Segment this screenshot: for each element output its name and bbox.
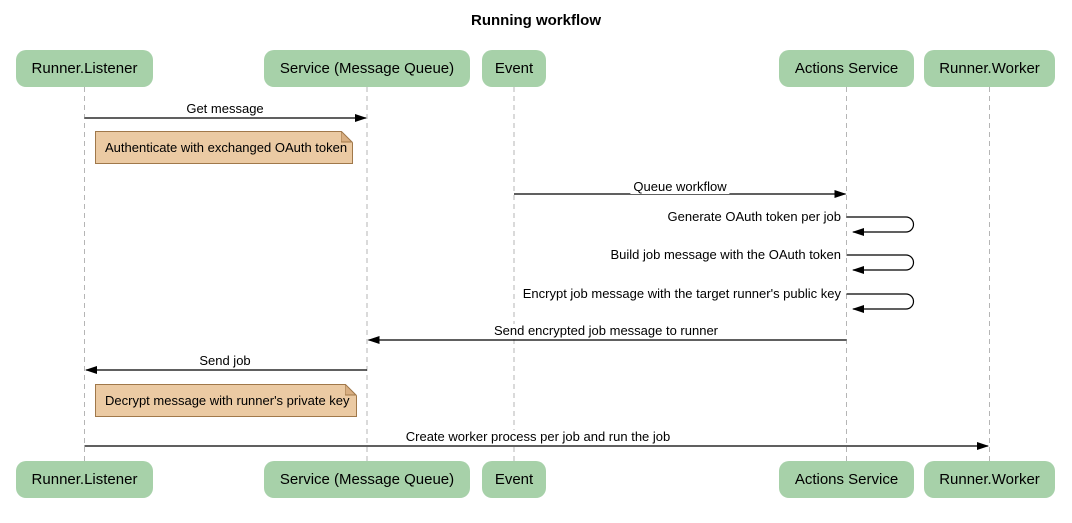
- participant-runner-worker-top: Runner.Worker: [924, 50, 1055, 87]
- note-text: Decrypt message with runner's private ke…: [105, 393, 350, 408]
- participant-label: Runner.Listener: [31, 60, 138, 77]
- message-label-queue-workflow: Queue workflow: [630, 180, 730, 194]
- message-label-get-message: Get message: [183, 102, 267, 116]
- note-fold-corner-icon: [345, 384, 357, 396]
- self-loop-generate-oauth-token: [846, 216, 915, 236]
- participant-runner-listener-bottom: Runner.Listener: [16, 461, 153, 498]
- self-loop-build-job-message: [846, 254, 915, 274]
- participant-label: Service (Message Queue): [279, 471, 455, 488]
- note-authenticate-oauth: Authenticate with exchanged OAuth token: [95, 131, 353, 164]
- participant-label: Runner.Worker: [939, 471, 1040, 488]
- participant-label: Runner.Worker: [939, 60, 1040, 77]
- participant-runner-worker-bottom: Runner.Worker: [924, 461, 1055, 498]
- message-label-generate-oauth-token: Generate OAuth token per job: [665, 209, 843, 224]
- message-label-create-worker-process: Create worker process per job and run th…: [402, 430, 674, 444]
- participant-label: Service (Message Queue): [279, 60, 455, 77]
- note-text: Authenticate with exchanged OAuth token: [105, 140, 348, 155]
- participant-label: Event: [494, 60, 534, 77]
- message-label-encrypt-job-message: Encrypt job message with the target runn…: [520, 286, 843, 301]
- participant-label: Event: [494, 471, 534, 488]
- participant-label: Actions Service: [794, 60, 899, 77]
- participant-label: Actions Service: [794, 471, 899, 488]
- participant-actions-service-bottom: Actions Service: [779, 461, 914, 498]
- participant-runner-listener-top: Runner.Listener: [16, 50, 153, 87]
- self-loop-encrypt-job-message: [846, 293, 915, 313]
- participant-actions-service-top: Actions Service: [779, 50, 914, 87]
- message-label-send-job: Send job: [196, 354, 254, 368]
- participant-event-bottom: Event: [482, 461, 546, 498]
- participant-label: Runner.Listener: [31, 471, 138, 488]
- participant-service-message-queue-bottom: Service (Message Queue): [264, 461, 470, 498]
- participant-service-message-queue-top: Service (Message Queue): [264, 50, 470, 87]
- message-label-send-encrypted-job-message: Send encrypted job message to runner: [490, 324, 722, 338]
- note-fold-corner-icon: [341, 131, 353, 143]
- note-decrypt-private-key: Decrypt message with runner's private ke…: [95, 384, 357, 417]
- participant-event-top: Event: [482, 50, 546, 87]
- diagram-title: Running workflow: [471, 12, 601, 29]
- message-label-build-job-message: Build job message with the OAuth token: [608, 247, 843, 262]
